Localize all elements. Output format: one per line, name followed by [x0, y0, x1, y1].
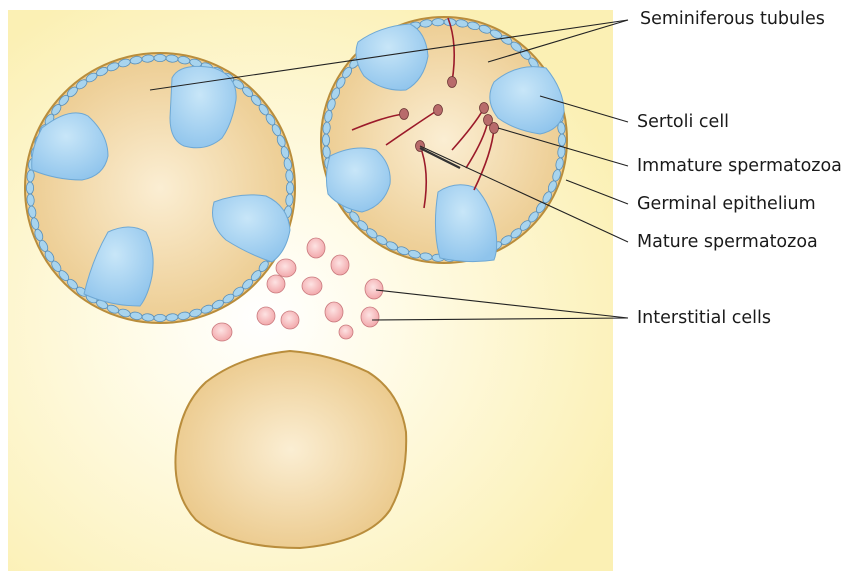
- epithelium-cell: [322, 134, 329, 146]
- epithelium-cell: [558, 134, 565, 146]
- seminiferous-tubule-left: [25, 53, 295, 323]
- epithelium-cell: [26, 182, 33, 194]
- label-sertoli-cell: Sertoli cell: [637, 112, 729, 132]
- epithelium-cell: [154, 54, 166, 61]
- interstitial-cell: [302, 277, 322, 295]
- label-interstitial-cells: Interstitial cells: [637, 308, 771, 328]
- spermatozoon-head: [448, 77, 457, 88]
- interstitial-cell: [276, 259, 296, 277]
- interstitial-cell: [267, 275, 285, 293]
- interstitial-cell: [339, 325, 353, 339]
- interstitial-cell: [325, 302, 343, 322]
- interstitial-cell: [281, 311, 299, 329]
- interstitial-cell: [212, 323, 232, 341]
- interstitial-cell: [365, 279, 383, 299]
- spermatozoon-head: [480, 103, 489, 114]
- interstitial-cell: [361, 307, 379, 327]
- label-immature-spermatozoa: Immature spermatozoa: [637, 156, 842, 176]
- interstitial-cell: [257, 307, 275, 325]
- seminiferous-tubule-right: [321, 17, 567, 263]
- interstitial-cell: [331, 255, 349, 275]
- tubule-left-body: [25, 53, 295, 323]
- label-mature-spermatozoa: Mature spermatozoa: [637, 232, 818, 252]
- interstitial-cell: [307, 238, 325, 258]
- spermatozoon-head: [490, 123, 499, 134]
- spermatozoon-head: [434, 105, 443, 116]
- epithelium-cell: [286, 182, 293, 194]
- seminiferous-tubule-bottom: [175, 351, 406, 548]
- label-germinal-epithelium: Germinal epithelium: [637, 194, 816, 214]
- spermatozoon-head: [400, 109, 409, 120]
- epithelium-cell: [154, 314, 166, 321]
- epithelium-cell: [432, 18, 444, 26]
- label-seminiferous-tubules: Seminiferous tubules: [640, 9, 825, 29]
